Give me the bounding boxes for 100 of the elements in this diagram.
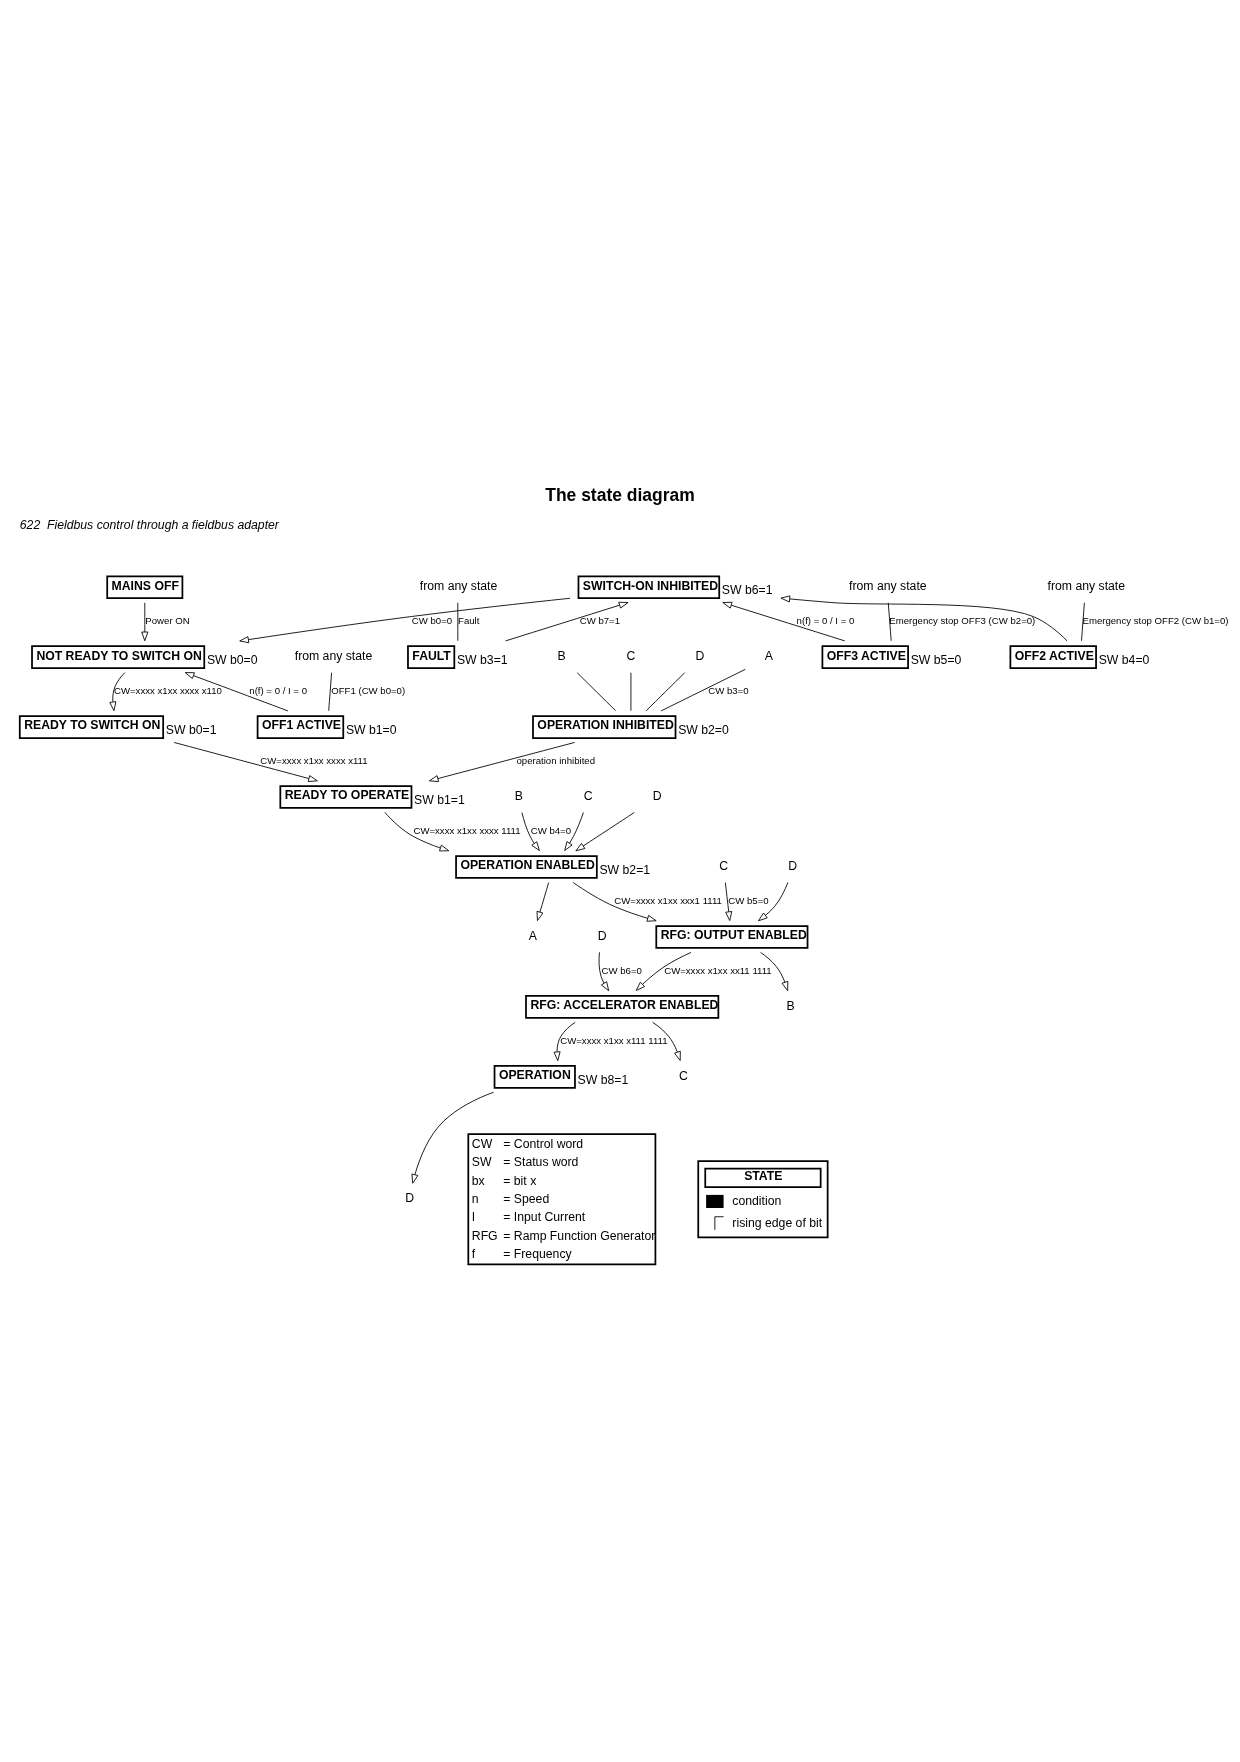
node-text: A bbox=[528, 928, 537, 943]
node-text: from any state bbox=[849, 579, 927, 594]
label: = Frequency bbox=[503, 1247, 572, 1262]
node-box: OFF2 ACTIVE bbox=[1009, 645, 1097, 669]
arrow bbox=[598, 951, 610, 992]
node-label: SW b6=1 bbox=[721, 582, 773, 597]
connector bbox=[328, 672, 333, 712]
connector bbox=[887, 602, 892, 642]
node-label: SW b3=1 bbox=[456, 652, 508, 667]
node-box: OPERATION bbox=[493, 1065, 576, 1089]
edge-label: operation inhibited bbox=[516, 755, 596, 767]
edge-label: CW b5=0 bbox=[728, 894, 769, 906]
label: CW bbox=[471, 1136, 493, 1151]
arrow bbox=[635, 951, 692, 991]
edge-label: CW b0=0 bbox=[411, 615, 453, 627]
node-label: SW b5=0 bbox=[910, 652, 962, 667]
node-text: D bbox=[597, 928, 607, 943]
node-label: SW b4=0 bbox=[1098, 652, 1150, 667]
edge-label: n(f) = 0 / I = 0 bbox=[796, 615, 855, 627]
connector bbox=[1081, 602, 1085, 642]
label: n bbox=[471, 1191, 479, 1206]
node-box: READY TO OPERATE bbox=[279, 785, 413, 809]
node-box: SWITCH-ON INHIBITED bbox=[577, 575, 721, 600]
label: = Control word bbox=[503, 1136, 584, 1151]
edge-label: CW=xxxx x1xx xxxx 1111 bbox=[413, 825, 521, 837]
label: 622 Fieldbus control through a fieldbus adapter bbox=[19, 517, 279, 532]
arrow bbox=[572, 882, 657, 922]
node-text: from any state bbox=[419, 579, 498, 594]
edge-label: CW=xxxx x1xx xxx1 1111 bbox=[614, 894, 722, 906]
arrow bbox=[173, 742, 318, 782]
label: = Speed bbox=[503, 1191, 550, 1206]
legend-label: condition bbox=[732, 1193, 782, 1208]
label: = Ramp Function Generator bbox=[503, 1228, 656, 1243]
node-text: A bbox=[764, 648, 773, 663]
node-text: from any state bbox=[294, 648, 373, 663]
arrow bbox=[553, 1021, 576, 1062]
node-text: C bbox=[719, 858, 729, 873]
arrow bbox=[564, 812, 584, 851]
node-text: D bbox=[695, 648, 705, 663]
arrow bbox=[239, 597, 571, 644]
edge-label: CW=xxxx x1xx xx11 1111 bbox=[664, 964, 772, 976]
diagram-title: The state diagram bbox=[545, 485, 695, 506]
edge-label: CW b7=1 bbox=[579, 615, 621, 627]
edge-label: n(f) = 0 / I = 0 bbox=[249, 685, 307, 697]
node-box: READY TO SWITCH ON bbox=[18, 715, 165, 739]
label: = Input Current bbox=[503, 1210, 586, 1225]
arrow bbox=[724, 882, 733, 921]
edge-label: CW b4=0 bbox=[530, 825, 572, 837]
node-box: RFG: ACCELERATOR ENABLED bbox=[525, 995, 720, 1019]
arrow bbox=[521, 812, 540, 851]
legend-label: STATE bbox=[744, 1169, 783, 1184]
edge-label: Power ON bbox=[145, 615, 190, 627]
arrow bbox=[384, 811, 450, 852]
label: = Status word bbox=[503, 1155, 579, 1170]
arrow bbox=[758, 881, 789, 922]
label: f bbox=[471, 1247, 476, 1262]
node-text: D bbox=[788, 858, 798, 873]
edge-label: CW=xxxx x1xx x111 1111 bbox=[560, 1034, 668, 1046]
arrow bbox=[575, 812, 635, 852]
node-label: SW b0=0 bbox=[206, 652, 258, 667]
arrow bbox=[536, 882, 550, 921]
node-box: FAULT bbox=[407, 645, 456, 669]
node-label: SW b1=0 bbox=[345, 722, 397, 737]
node-text: B bbox=[514, 788, 523, 803]
arrow bbox=[428, 742, 576, 782]
edge-label: Emergency stop OFF2 (CW b1=0) bbox=[1082, 615, 1229, 627]
arrow bbox=[760, 951, 789, 992]
node-text: from any state bbox=[1047, 579, 1126, 594]
arrow bbox=[109, 672, 126, 712]
node-box: OFF1 ACTIVE bbox=[256, 715, 345, 739]
node-box: OFF3 ACTIVE bbox=[821, 645, 909, 669]
node-label: SW b2=1 bbox=[599, 862, 651, 877]
arrow bbox=[411, 1091, 494, 1184]
label: SW bbox=[471, 1155, 492, 1170]
edge-label: CW b6=0 bbox=[601, 964, 642, 976]
arrow bbox=[652, 1021, 681, 1061]
node-label: SW b8=1 bbox=[577, 1072, 629, 1087]
node-box: NOT READY TO SWITCH ON bbox=[31, 645, 206, 669]
node-box: RFG: OUTPUT ENABLED bbox=[655, 925, 809, 949]
connector bbox=[576, 672, 617, 712]
node-text: C bbox=[679, 1068, 688, 1083]
arrow bbox=[141, 602, 149, 642]
node-label: SW b0=1 bbox=[165, 722, 217, 737]
connector bbox=[660, 668, 746, 712]
edge-label: CW=xxxx x1xx xxxx x110 bbox=[114, 685, 222, 697]
node-text: D bbox=[405, 1191, 415, 1206]
edge-label: Emergency stop OFF3 (CW b2=0) bbox=[889, 615, 1036, 627]
arrow bbox=[505, 601, 629, 642]
node-box: OPERATION ENABLED bbox=[455, 855, 598, 879]
node-text: D bbox=[652, 788, 662, 803]
label: bx bbox=[471, 1173, 485, 1188]
arrow bbox=[780, 595, 1068, 642]
node-label: SW b2=0 bbox=[678, 722, 729, 737]
label: = bit x bbox=[503, 1173, 537, 1188]
node-label: SW b1=1 bbox=[414, 792, 465, 807]
edge-label: Fault bbox=[458, 615, 480, 627]
node-text: B bbox=[786, 998, 795, 1013]
arrow bbox=[722, 601, 846, 642]
connector bbox=[457, 602, 459, 642]
label: RFG bbox=[471, 1228, 498, 1243]
